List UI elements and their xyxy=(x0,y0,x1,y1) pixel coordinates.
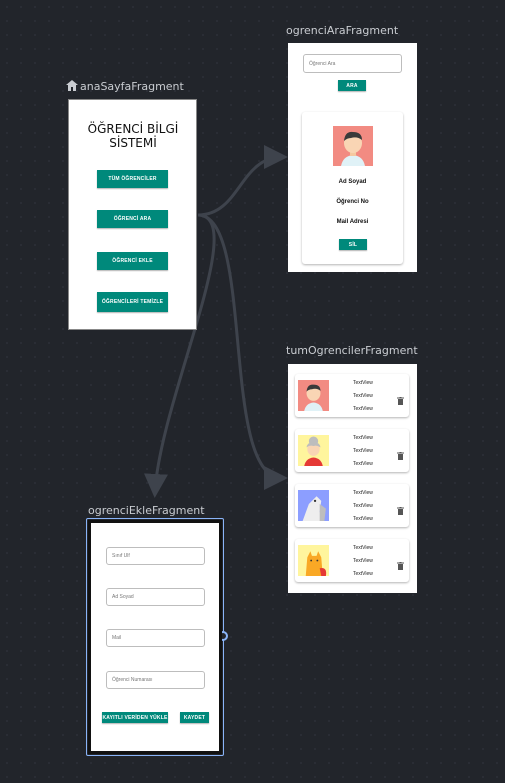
row-text-3: TextView xyxy=(353,461,373,467)
student-avatar xyxy=(298,490,329,521)
home-fragment-frame[interactable]: ÖĞRENCİ BİLGİ SİSTEMİ TÜM ÖĞRENCİLER ÖĞR… xyxy=(68,99,197,330)
arrow-to-ogrenciAra xyxy=(197,145,288,217)
row-text-1: TextView xyxy=(353,490,373,496)
home-fragment-name: anaSayfaFragment xyxy=(80,80,184,93)
row-text-3: TextView xyxy=(353,516,373,522)
email-field[interactable]: Mail xyxy=(106,629,205,647)
load-saved-button[interactable]: KAYITLI VERİDEN YÜKLE xyxy=(102,712,168,723)
row-text-2: TextView xyxy=(353,448,373,454)
list-item[interactable]: TextView TextView TextView xyxy=(295,484,409,527)
clear-students-button[interactable]: ÖĞRENCİLERİ TEMİZLE xyxy=(97,292,168,312)
student-mail: Mail Adresi xyxy=(336,219,369,225)
list-fragment-frame[interactable]: TextView TextView TextView TextView Text… xyxy=(288,364,417,593)
delete-button[interactable]: SİL xyxy=(339,239,367,250)
student-avatar xyxy=(298,435,329,466)
student-avatar xyxy=(298,545,329,576)
arrow-to-ogrenciEkle xyxy=(144,213,216,498)
list-item[interactable]: TextView TextView TextView xyxy=(295,374,409,417)
add-fragment-frame[interactable]: Sınıf Ulf Ad Soyad Mail Öğrenci Numarası… xyxy=(88,520,222,754)
search-input[interactable]: Öğrenci Ara xyxy=(303,54,402,73)
trash-icon[interactable] xyxy=(397,447,404,465)
result-card: Ad Soyad Öğrenci No Mail Adresi SİL xyxy=(302,112,403,264)
arrow-to-tumOgrenciler xyxy=(197,213,288,490)
row-text-2: TextView xyxy=(353,393,373,399)
student-name: Ad Soyad xyxy=(338,179,367,185)
student-number-field[interactable]: Öğrenci Numarası xyxy=(106,671,205,689)
search-fragment-frame[interactable]: Öğrenci Ara ARA Ad Soyad Öğrenci No Mail… xyxy=(288,43,417,272)
home-icon xyxy=(66,80,78,94)
trash-icon[interactable] xyxy=(397,502,404,520)
list-fragment-label: tumOgrencilerFragment xyxy=(286,344,418,357)
trash-icon[interactable] xyxy=(397,557,404,575)
student-avatar xyxy=(333,126,373,166)
list-item[interactable]: TextView TextView TextView xyxy=(295,539,409,582)
row-text-3: TextView xyxy=(353,406,373,412)
search-fragment-label: ogrenciAraFragment xyxy=(286,24,399,37)
home-fragment-label: anaSayfaFragment xyxy=(66,80,184,94)
save-button[interactable]: KAYDET xyxy=(180,712,209,723)
row-text-1: TextView xyxy=(353,545,373,551)
row-text-2: TextView xyxy=(353,558,373,564)
student-number: Öğrenci No xyxy=(336,199,369,205)
row-text-1: TextView xyxy=(353,380,373,386)
row-text-2: TextView xyxy=(353,503,373,509)
trash-icon[interactable] xyxy=(397,392,404,410)
all-students-button[interactable]: TÜM ÖĞRENCİLER xyxy=(97,170,168,188)
student-avatar xyxy=(298,380,329,411)
name-field[interactable]: Ad Soyad xyxy=(106,588,205,606)
row-text-1: TextView xyxy=(353,435,373,441)
list-item[interactable]: TextView TextView TextView xyxy=(295,429,409,472)
page-title: ÖĞRENCİ BİLGİ SİSTEMİ xyxy=(87,122,179,150)
add-fragment-label: ogrenciEkleFragment xyxy=(88,504,205,517)
search-student-button[interactable]: ÖĞRENCİ ARA xyxy=(97,210,168,228)
row-text-3: TextView xyxy=(353,571,373,577)
class-field[interactable]: Sınıf Ulf xyxy=(106,547,205,565)
add-student-button[interactable]: ÖĞRENCİ EKLE xyxy=(97,252,168,270)
search-button[interactable]: ARA xyxy=(338,80,366,91)
